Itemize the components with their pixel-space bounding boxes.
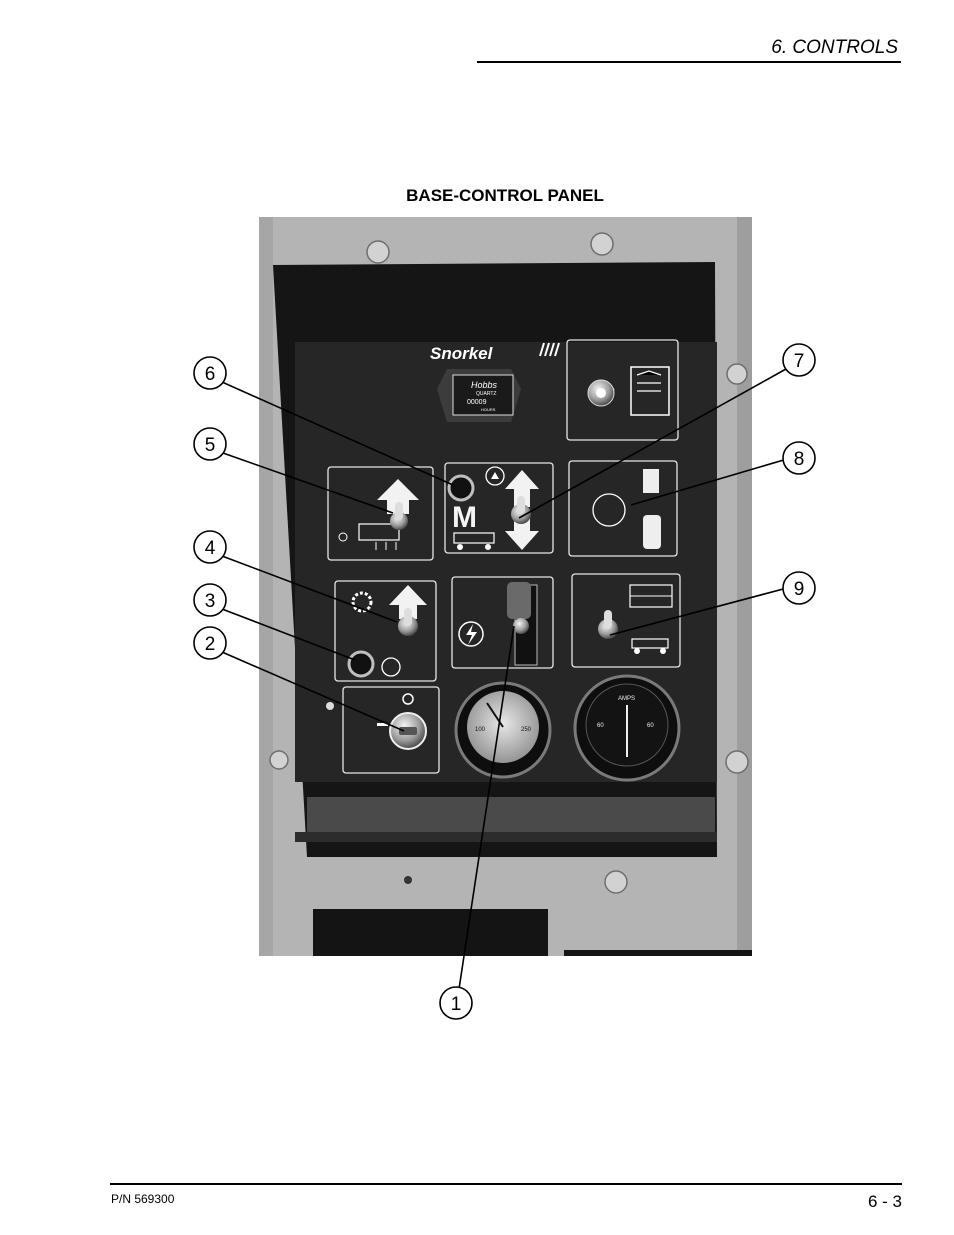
callout-label-8: 8: [794, 449, 805, 470]
svg-text:M: M: [452, 501, 477, 534]
screw-icon: [725, 750, 749, 774]
page-number: 6 - 3: [867, 1192, 902, 1211]
engine-gauge: 100 250: [454, 681, 552, 779]
svg-text:HOURS: HOURS: [481, 407, 496, 412]
callout-label-3: 3: [205, 591, 216, 612]
callout-label-9: 9: [794, 579, 805, 600]
callout-circle-4: [193, 530, 227, 564]
svg-text:Hobbs: Hobbs: [471, 380, 498, 390]
down-arrow-icon: [505, 513, 539, 550]
callout-label-4: 4: [205, 538, 216, 559]
screw-icon: [269, 750, 289, 770]
footer-rule: [110, 1183, 902, 1185]
figure-title: BASE-CONTROL PANEL: [406, 186, 604, 205]
push-button-icon: [447, 474, 475, 502]
callout-circle-9: [782, 571, 816, 605]
part-number: P/N 569300: [111, 1192, 175, 1206]
callout-label-1: 1: [451, 994, 462, 1015]
ammeter-gauge: AMPS 60 60: [573, 674, 681, 782]
screw-icon: [366, 240, 390, 264]
svg-text:60: 60: [647, 723, 654, 729]
up-arrow-icon: [389, 585, 427, 619]
callout-label-2: 2: [205, 634, 216, 655]
callout-circle-1: [439, 986, 473, 1020]
callout-circle-5: [193, 427, 227, 461]
section-title: 6. CONTROLS: [771, 37, 898, 58]
svg-text:QUARTZ: QUARTZ: [476, 391, 496, 397]
svg-text:250: 250: [521, 727, 532, 733]
control-panel-photo: Snorkel Hobbs QUARTZ 00009 HOURS: [259, 217, 752, 956]
header-rule: [477, 61, 901, 63]
svg-text:AMPS: AMPS: [618, 696, 635, 702]
callout-circle-2: [193, 626, 227, 660]
svg-text:60: 60: [597, 723, 604, 729]
screw-icon: [604, 870, 628, 894]
callout-circle-8: [782, 441, 816, 475]
svg-text:00009: 00009: [467, 399, 487, 406]
callout-circle-6: [193, 356, 227, 390]
screw-icon: [590, 232, 614, 256]
push-button-icon: [347, 650, 375, 678]
callout-label-6: 6: [205, 364, 216, 385]
callout-circle-7: [782, 343, 816, 377]
brand-logo: Snorkel: [430, 344, 494, 363]
screw-icon: [726, 363, 748, 385]
svg-text:100: 100: [475, 727, 486, 733]
hour-meter: Hobbs QUARTZ 00009 HOURS: [437, 369, 521, 422]
callout-label-5: 5: [205, 435, 216, 456]
callout-label-7: 7: [794, 351, 805, 372]
callout-circle-3: [193, 583, 227, 617]
